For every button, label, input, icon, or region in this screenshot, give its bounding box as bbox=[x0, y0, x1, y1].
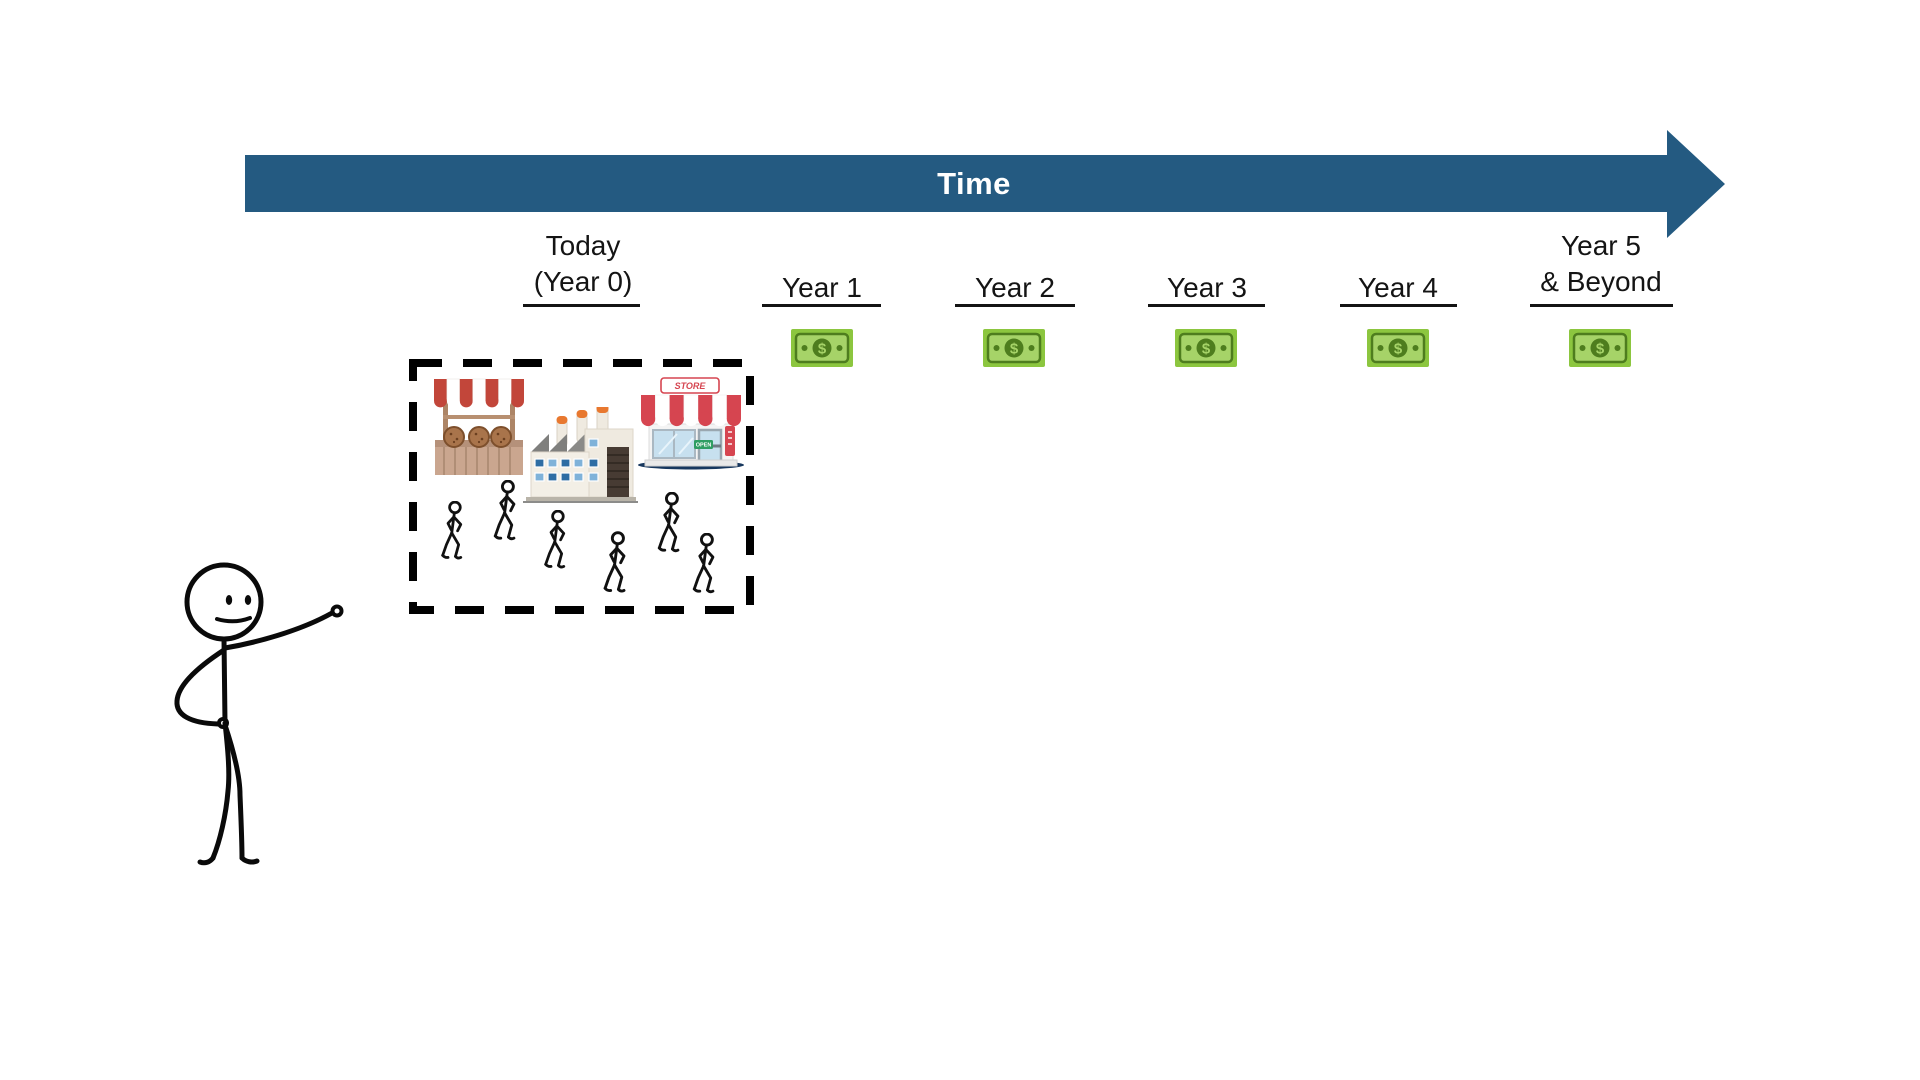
period-label-year-1: Year 1 bbox=[782, 272, 862, 303]
dollar-sign: $ bbox=[818, 341, 827, 358]
dollar-sign: $ bbox=[1596, 341, 1605, 358]
dollar-sign: $ bbox=[1394, 341, 1403, 358]
underline-year-2 bbox=[955, 304, 1075, 307]
underline-year-4 bbox=[1340, 304, 1457, 307]
presenter-figure bbox=[174, 562, 344, 866]
underline-year-5 bbox=[1530, 304, 1673, 307]
customer-figure bbox=[544, 510, 566, 569]
open-sign-text: OPEN bbox=[696, 443, 712, 449]
customer-figure bbox=[692, 533, 715, 594]
period-label-year-2: Year 2 bbox=[975, 272, 1055, 303]
period-label-year-4: Year 4 bbox=[1358, 272, 1438, 303]
period-label-year-5: Year 5 & Beyond bbox=[1501, 228, 1701, 300]
dashed-border bbox=[409, 359, 754, 614]
factory-icon bbox=[523, 407, 638, 503]
dollar-bill-icon: $ bbox=[791, 329, 853, 367]
today-business-box bbox=[409, 359, 754, 614]
customer-figure bbox=[603, 531, 626, 593]
period-label-today: Today (Year 0) bbox=[463, 228, 703, 300]
dollar-sign: $ bbox=[1010, 341, 1019, 358]
store-icon: STORE OPEN bbox=[638, 377, 744, 470]
dollar-bill-icon: $ bbox=[1175, 329, 1237, 367]
dollar-bill-icon: $ bbox=[1367, 329, 1429, 367]
customer-figure bbox=[441, 501, 463, 560]
time-arrow-label: Time bbox=[937, 165, 1011, 201]
period-label-year-5-line2: & Beyond bbox=[1540, 266, 1662, 297]
store-sign-text: STORE bbox=[675, 381, 707, 391]
period-label-year-5-line1: Year 5 bbox=[1561, 230, 1641, 261]
underline-year-1 bbox=[762, 304, 881, 307]
underline-year-3 bbox=[1148, 304, 1265, 307]
period-label-year-3: Year 3 bbox=[1167, 272, 1247, 303]
underline-today bbox=[523, 304, 640, 307]
period-label-today-line1: Today bbox=[545, 230, 621, 261]
stall-goods bbox=[443, 426, 512, 448]
period-label-today-line2: (Year 0) bbox=[533, 266, 633, 297]
dollar-bill-icon: $ bbox=[1569, 329, 1631, 367]
customer-figure bbox=[657, 492, 680, 553]
time-arrow bbox=[245, 130, 1725, 238]
dollar-bill-icon: $ bbox=[983, 329, 1045, 367]
dollar-sign: $ bbox=[1202, 341, 1211, 358]
customer-figure bbox=[493, 480, 516, 541]
time-arrow-shape bbox=[245, 130, 1725, 238]
market-stall-icon bbox=[434, 378, 524, 475]
